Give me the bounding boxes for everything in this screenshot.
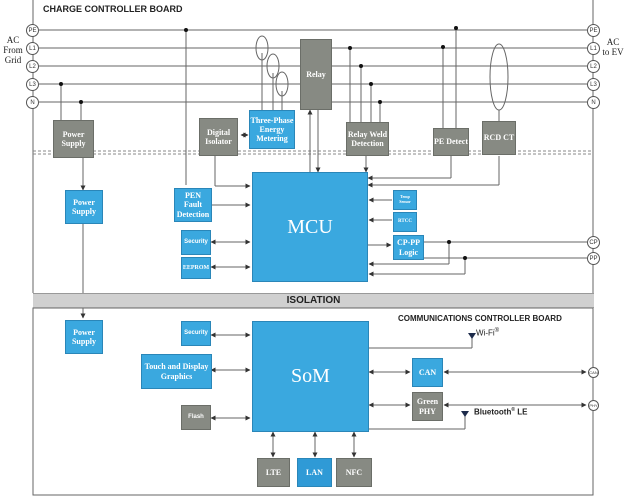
security-mcu-block: Security xyxy=(181,230,211,255)
eeprom-block: EEPROM xyxy=(181,257,211,279)
node-n-in: N xyxy=(26,96,39,109)
lan-block: LAN xyxy=(297,458,332,487)
node-l1-out: L1 xyxy=(587,42,600,55)
node-pp: PP xyxy=(587,252,600,265)
can-block: CAN xyxy=(412,358,443,387)
node-l2-out: L2 xyxy=(587,60,600,73)
cp-pp-logic-block: CP-PP Logic xyxy=(393,235,424,260)
rcd-ct-block: RCD CT xyxy=(482,121,516,155)
mcu-block: MCU xyxy=(252,172,368,282)
node-cp: CP xyxy=(587,236,600,249)
bluetooth-le-label: Bluetooth® LE xyxy=(474,407,528,417)
node-n-out: N xyxy=(587,96,600,109)
digital-isolator-block: Digital Isolator xyxy=(199,118,238,156)
node-l2-in: L2 xyxy=(26,60,39,73)
node-pe-out: PE xyxy=(587,24,600,37)
node-can: CAN xyxy=(588,367,599,378)
pen-fault-detection-block: PEN Fault Detection xyxy=(174,188,212,222)
node-l3-out: L3 xyxy=(587,78,600,91)
temp-sensor-block: Temp Sensor xyxy=(393,190,417,210)
flash-block: Flash xyxy=(181,405,211,430)
som-block: SoM xyxy=(252,321,369,432)
power-supply-comm-block: Power Supply xyxy=(65,320,103,354)
bluetooth-antenna-icon xyxy=(461,411,469,417)
security-som-block: Security xyxy=(181,321,211,346)
lte-block: LTE xyxy=(257,458,290,487)
three-phase-metering-block: Three-Phase Energy Metering xyxy=(249,110,295,149)
node-l3-in: L3 xyxy=(26,78,39,91)
comms-board-title: COMMUNICATIONS CONTROLLER BOARD xyxy=(398,314,562,323)
node-pe-in: PE xyxy=(26,24,39,37)
relay-block: Relay xyxy=(300,39,332,110)
green-phy-block: Green PHY xyxy=(412,392,443,421)
power-supply-lv-block: Power Supply xyxy=(65,190,103,224)
pe-detect-block: PE Detect xyxy=(433,128,469,156)
isolation-bar: ISOLATION xyxy=(33,293,594,308)
nfc-block: NFC xyxy=(336,458,372,487)
touch-display-graphics-block: Touch and Display Graphics xyxy=(141,354,212,389)
node-phy: PHY xyxy=(588,400,599,411)
wifi-label: Wi-Fi® xyxy=(476,328,500,338)
wifi-antenna-icon xyxy=(468,333,476,339)
rtcc-block: RTCC xyxy=(393,212,417,232)
isolation-label: ISOLATION xyxy=(286,295,341,306)
power-supply-hv-block: Power Supply xyxy=(53,120,94,158)
relay-weld-detection-block: Relay Weld Detection xyxy=(346,122,389,156)
charge-board-title: CHARGE CONTROLLER BOARD xyxy=(43,4,183,14)
node-l1-in: L1 xyxy=(26,42,39,55)
